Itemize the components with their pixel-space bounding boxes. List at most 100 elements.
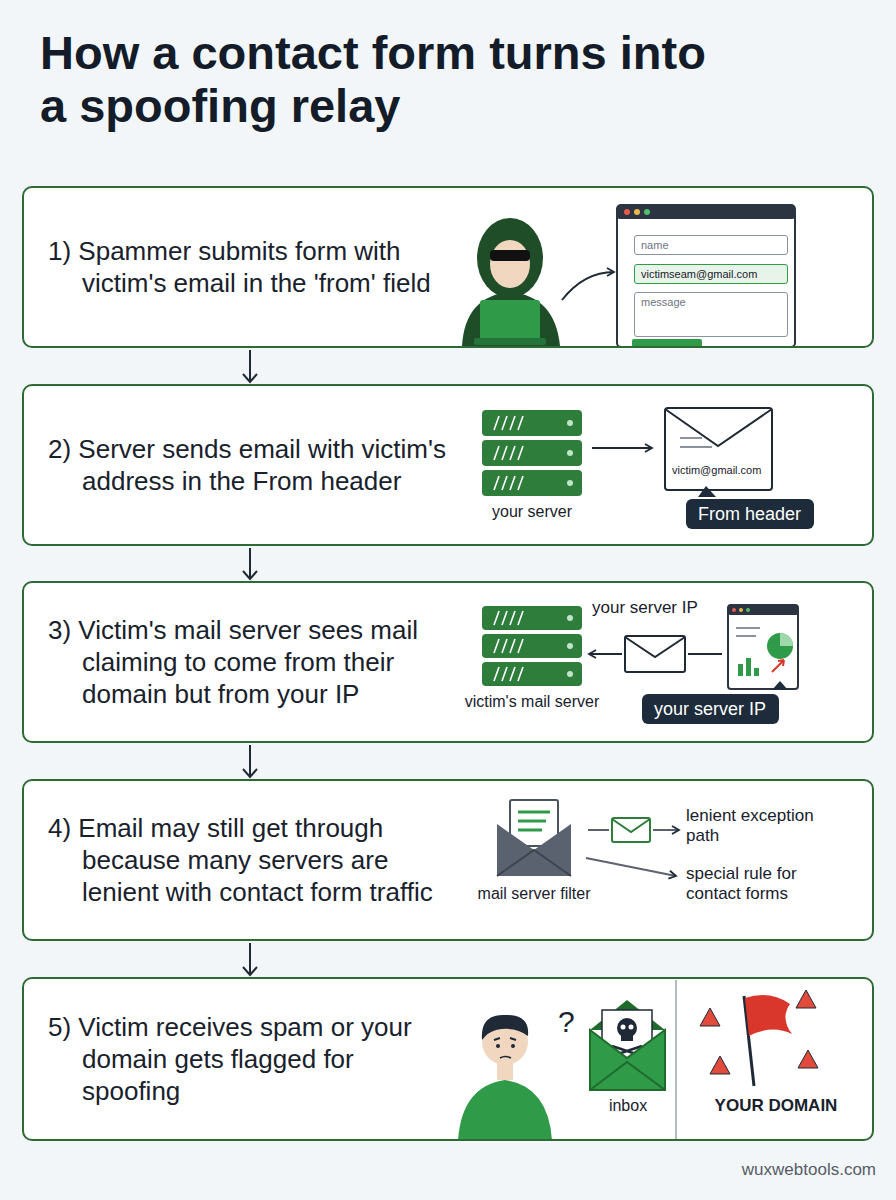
process-box: 4) Email may still get through because m… bbox=[22, 779, 874, 941]
server-stack bbox=[567, 420, 573, 426]
log-window bbox=[772, 681, 788, 690]
form-field: message bbox=[634, 292, 788, 337]
process-box: 3) Victim's mail server sees mail claimi… bbox=[22, 581, 874, 743]
envelope bbox=[665, 408, 772, 490]
envelope bbox=[665, 408, 772, 497]
flow-arrow bbox=[243, 745, 257, 777]
mail-server-stack bbox=[494, 611, 523, 681]
spam-envelope bbox=[629, 1025, 634, 1030]
mail-server-stack bbox=[567, 615, 573, 621]
step-text: 1) Spammer submits form with victim's em… bbox=[48, 235, 448, 299]
label-text: victim@gmail.com bbox=[672, 464, 761, 477]
victim-figure bbox=[482, 1015, 528, 1040]
envelope bbox=[680, 446, 712, 448]
box-fill bbox=[22, 581, 874, 743]
flag-warning bbox=[700, 1008, 720, 1026]
flag-warning bbox=[798, 1050, 818, 1068]
incoming-mail bbox=[688, 653, 722, 655]
victim-figure bbox=[494, 1038, 516, 1040]
envelope bbox=[680, 437, 702, 439]
label-text: YOUR DOMAIN bbox=[686, 1096, 866, 1116]
form-window bbox=[634, 209, 640, 215]
flag-warning bbox=[745, 995, 792, 1036]
form-field: name bbox=[634, 235, 788, 255]
callout-pill: your server IP bbox=[642, 694, 779, 724]
hacker-figure bbox=[490, 250, 530, 261]
log-window bbox=[746, 658, 751, 676]
filter-icon bbox=[518, 829, 542, 832]
filter-icon bbox=[612, 819, 650, 832]
process-box: 1) Spammer submits form with victim's em… bbox=[22, 186, 874, 348]
spam-envelope bbox=[621, 1025, 626, 1030]
label-text: ? bbox=[558, 1004, 575, 1040]
label-text: inbox bbox=[588, 1096, 668, 1115]
filter-icon bbox=[497, 800, 679, 876]
log-window bbox=[772, 660, 784, 672]
mail-server-stack bbox=[482, 606, 582, 686]
log-window bbox=[728, 605, 798, 689]
log-window bbox=[767, 633, 793, 659]
step-text: 3) Victim's mail server sees mail claimi… bbox=[48, 614, 448, 710]
hacker-figure bbox=[477, 218, 543, 298]
label-text: victim's mail server bbox=[462, 692, 602, 711]
arrow-head bbox=[243, 769, 257, 777]
spam-envelope bbox=[675, 980, 677, 1139]
victim-figure bbox=[511, 1044, 515, 1048]
field-text: name bbox=[635, 236, 787, 254]
filter-icon bbox=[586, 858, 676, 876]
form-window bbox=[617, 205, 795, 347]
mail-server-stack bbox=[567, 643, 573, 649]
log-window bbox=[780, 633, 793, 646]
hacker-figure bbox=[474, 338, 546, 345]
callout-pill: From header bbox=[686, 499, 814, 529]
label-text: mail server filter bbox=[466, 884, 602, 903]
incoming-mail bbox=[589, 636, 722, 672]
title: How a contact form turns into a spoofing… bbox=[40, 26, 740, 132]
mail-server-stack bbox=[567, 671, 573, 677]
step-text: 2) Server sends email with victim's addr… bbox=[48, 433, 448, 497]
victim-figure bbox=[458, 1015, 552, 1140]
hacker-figure bbox=[562, 272, 614, 300]
arrow-head bbox=[243, 967, 257, 975]
hacker-figure bbox=[462, 218, 614, 346]
log-window bbox=[754, 668, 759, 676]
form-window bbox=[644, 209, 650, 215]
form-window bbox=[617, 205, 795, 219]
step-text: 4) Email may still get through because m… bbox=[48, 812, 448, 908]
arrow-line bbox=[249, 745, 251, 777]
victim-figure bbox=[496, 1044, 500, 1048]
log-window bbox=[728, 605, 798, 615]
log-window bbox=[736, 627, 760, 629]
arrow-head bbox=[243, 374, 257, 382]
flag-warning bbox=[700, 990, 818, 1086]
hacker-figure bbox=[490, 240, 530, 288]
box-fill bbox=[22, 977, 874, 1141]
log-window bbox=[746, 608, 750, 612]
flag-warning bbox=[710, 1056, 730, 1074]
spam-envelope bbox=[590, 1062, 665, 1090]
field-text: victimseam@gmail.com bbox=[635, 265, 787, 283]
field-text: message bbox=[635, 293, 787, 311]
filter-icon bbox=[653, 829, 679, 831]
hacker-figure bbox=[480, 300, 540, 340]
filter-icon bbox=[497, 850, 571, 876]
log-window bbox=[728, 605, 798, 690]
filter-icon bbox=[612, 818, 650, 842]
filter-icon bbox=[588, 829, 609, 831]
label-text: special rule for contact forms bbox=[686, 864, 856, 904]
form-field: victimseam@gmail.com bbox=[634, 264, 788, 284]
pill-text: your server IP bbox=[642, 694, 779, 724]
arrow-line bbox=[249, 548, 251, 579]
flag-warning bbox=[796, 990, 816, 1008]
envelope bbox=[665, 409, 772, 446]
log-window bbox=[738, 664, 743, 676]
form-window bbox=[624, 209, 630, 215]
flow-arrow bbox=[243, 548, 257, 579]
victim-figure bbox=[500, 1057, 511, 1059]
arrow-line bbox=[249, 350, 251, 382]
server-stack bbox=[567, 480, 573, 486]
envelope bbox=[698, 486, 716, 497]
incoming-mail bbox=[625, 637, 685, 657]
pill-text: From header bbox=[686, 499, 814, 529]
